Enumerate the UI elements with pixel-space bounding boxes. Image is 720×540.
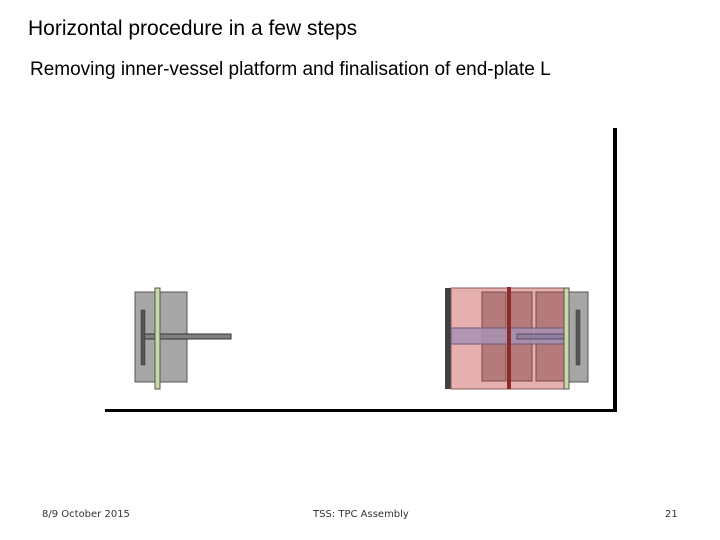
frame-floor <box>105 409 617 412</box>
left-end-plate <box>154 287 161 390</box>
tpc-assembly <box>445 287 589 390</box>
frame-wall <box>613 128 617 412</box>
right-bracket-bar <box>575 309 581 366</box>
tpc-divider <box>507 287 511 389</box>
page-number: 21 <box>665 509 678 520</box>
right-end-plate <box>563 287 570 390</box>
left-support-assembly <box>134 287 232 390</box>
slide-title: Horizontal procedure in a few steps <box>28 17 358 40</box>
left-bracket-bar <box>140 309 146 366</box>
tpc-end-plate-dark <box>445 288 451 389</box>
footer-title: TSS: TPC Assembly <box>313 509 409 520</box>
slide-subtitle: Removing inner-vessel platform and final… <box>30 59 551 80</box>
footer-date: 8/9 October 2015 <box>42 509 130 520</box>
